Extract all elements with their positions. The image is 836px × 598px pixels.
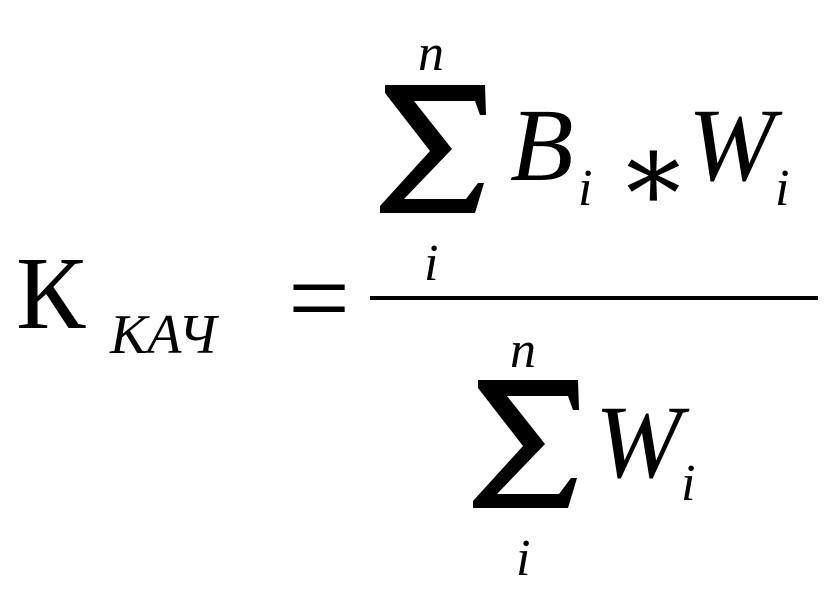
numerator-term-b: B xyxy=(510,88,574,203)
numerator-sum-upper: n xyxy=(418,25,444,82)
multiply-operator: ∗ xyxy=(616,112,691,234)
numerator-sum-lower: i xyxy=(424,235,438,292)
denominator-term-w: W xyxy=(595,385,690,500)
lhs-symbol: К xyxy=(16,236,86,351)
fraction-bar xyxy=(370,296,818,300)
denominator-sum-lower: i xyxy=(516,530,530,587)
denominator-term-w-sub: i xyxy=(681,455,695,512)
numerator-term-w-sub: i xyxy=(775,160,789,217)
lhs-subscript: КАЧ xyxy=(109,304,220,366)
numerator-term-w: W xyxy=(688,88,783,203)
numerator-sigma-icon xyxy=(380,85,486,213)
equals-sign: = xyxy=(288,237,350,359)
denominator-sum-upper: n xyxy=(510,322,536,379)
numerator-term-b-sub: i xyxy=(578,160,592,217)
denominator-sigma-icon xyxy=(473,380,579,508)
